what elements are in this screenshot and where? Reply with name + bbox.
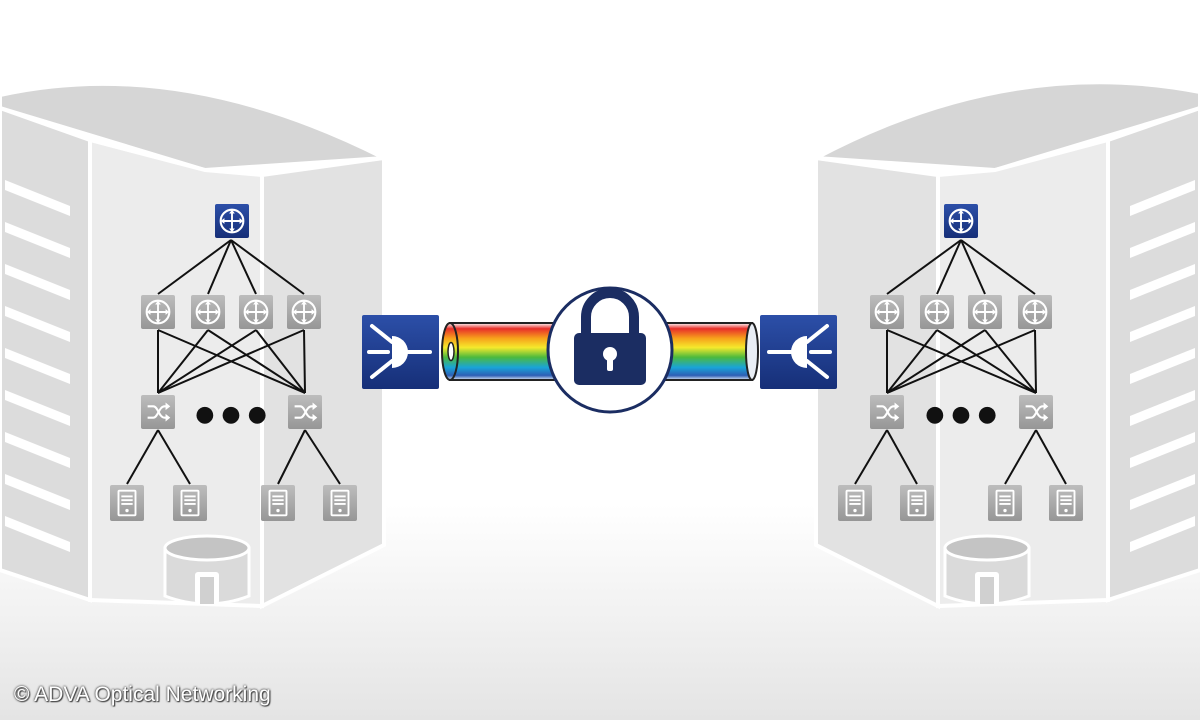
left-aggregation-switch-icon xyxy=(287,295,321,329)
encrypted-optical-link xyxy=(362,286,837,414)
left-server-icon xyxy=(261,485,295,521)
left-aggregation-switches xyxy=(141,295,321,329)
left-server-icon xyxy=(110,485,144,521)
right-storage-icon xyxy=(943,534,1031,606)
left-building-windows xyxy=(5,180,70,552)
left-ellipsis: ● ● ● xyxy=(195,402,267,427)
right-server-icon xyxy=(988,485,1022,521)
left-aggregation-switch-icon xyxy=(239,295,273,329)
left-access-switches xyxy=(141,395,322,429)
right-building-windows xyxy=(1130,180,1195,552)
right-aggregation-switch-icon xyxy=(920,295,954,329)
right-optical-transceiver-icon xyxy=(760,315,837,389)
left-server-icon xyxy=(323,485,357,521)
left-links xyxy=(126,239,341,485)
right-core-router-icon xyxy=(944,204,978,238)
right-aggregation-switch-icon xyxy=(1018,295,1052,329)
right-aggregation-switches xyxy=(870,295,1052,329)
left-access-switch-icon xyxy=(288,395,322,429)
right-servers xyxy=(838,485,1083,521)
left-aggregation-switch-icon xyxy=(141,295,175,329)
copyright-text: © ADVA Optical Networking xyxy=(14,683,271,706)
right-server-icon xyxy=(900,485,934,521)
right-aggregation-switch-icon xyxy=(870,295,904,329)
left-access-switch-icon xyxy=(141,395,175,429)
right-access-switch-icon xyxy=(870,395,904,429)
right-server-icon xyxy=(838,485,872,521)
right-access-switch-icon xyxy=(1019,395,1053,429)
left-optical-transceiver-icon xyxy=(362,315,439,389)
right-access-switches xyxy=(870,395,1053,429)
left-core-router-icon xyxy=(215,204,249,238)
right-ellipsis: ● ● ● xyxy=(925,402,997,427)
left-aggregation-switch-icon xyxy=(191,295,225,329)
padlock-icon xyxy=(546,286,674,414)
left-storage-icon xyxy=(163,534,251,606)
right-server-icon xyxy=(1049,485,1083,521)
right-aggregation-switch-icon xyxy=(968,295,1002,329)
right-building xyxy=(808,80,1200,610)
left-data-center: ● ● ● xyxy=(0,81,392,610)
left-servers xyxy=(110,485,357,521)
left-server-icon xyxy=(173,485,207,521)
right-data-center: ● ● ● xyxy=(808,80,1200,610)
right-links xyxy=(854,239,1067,485)
